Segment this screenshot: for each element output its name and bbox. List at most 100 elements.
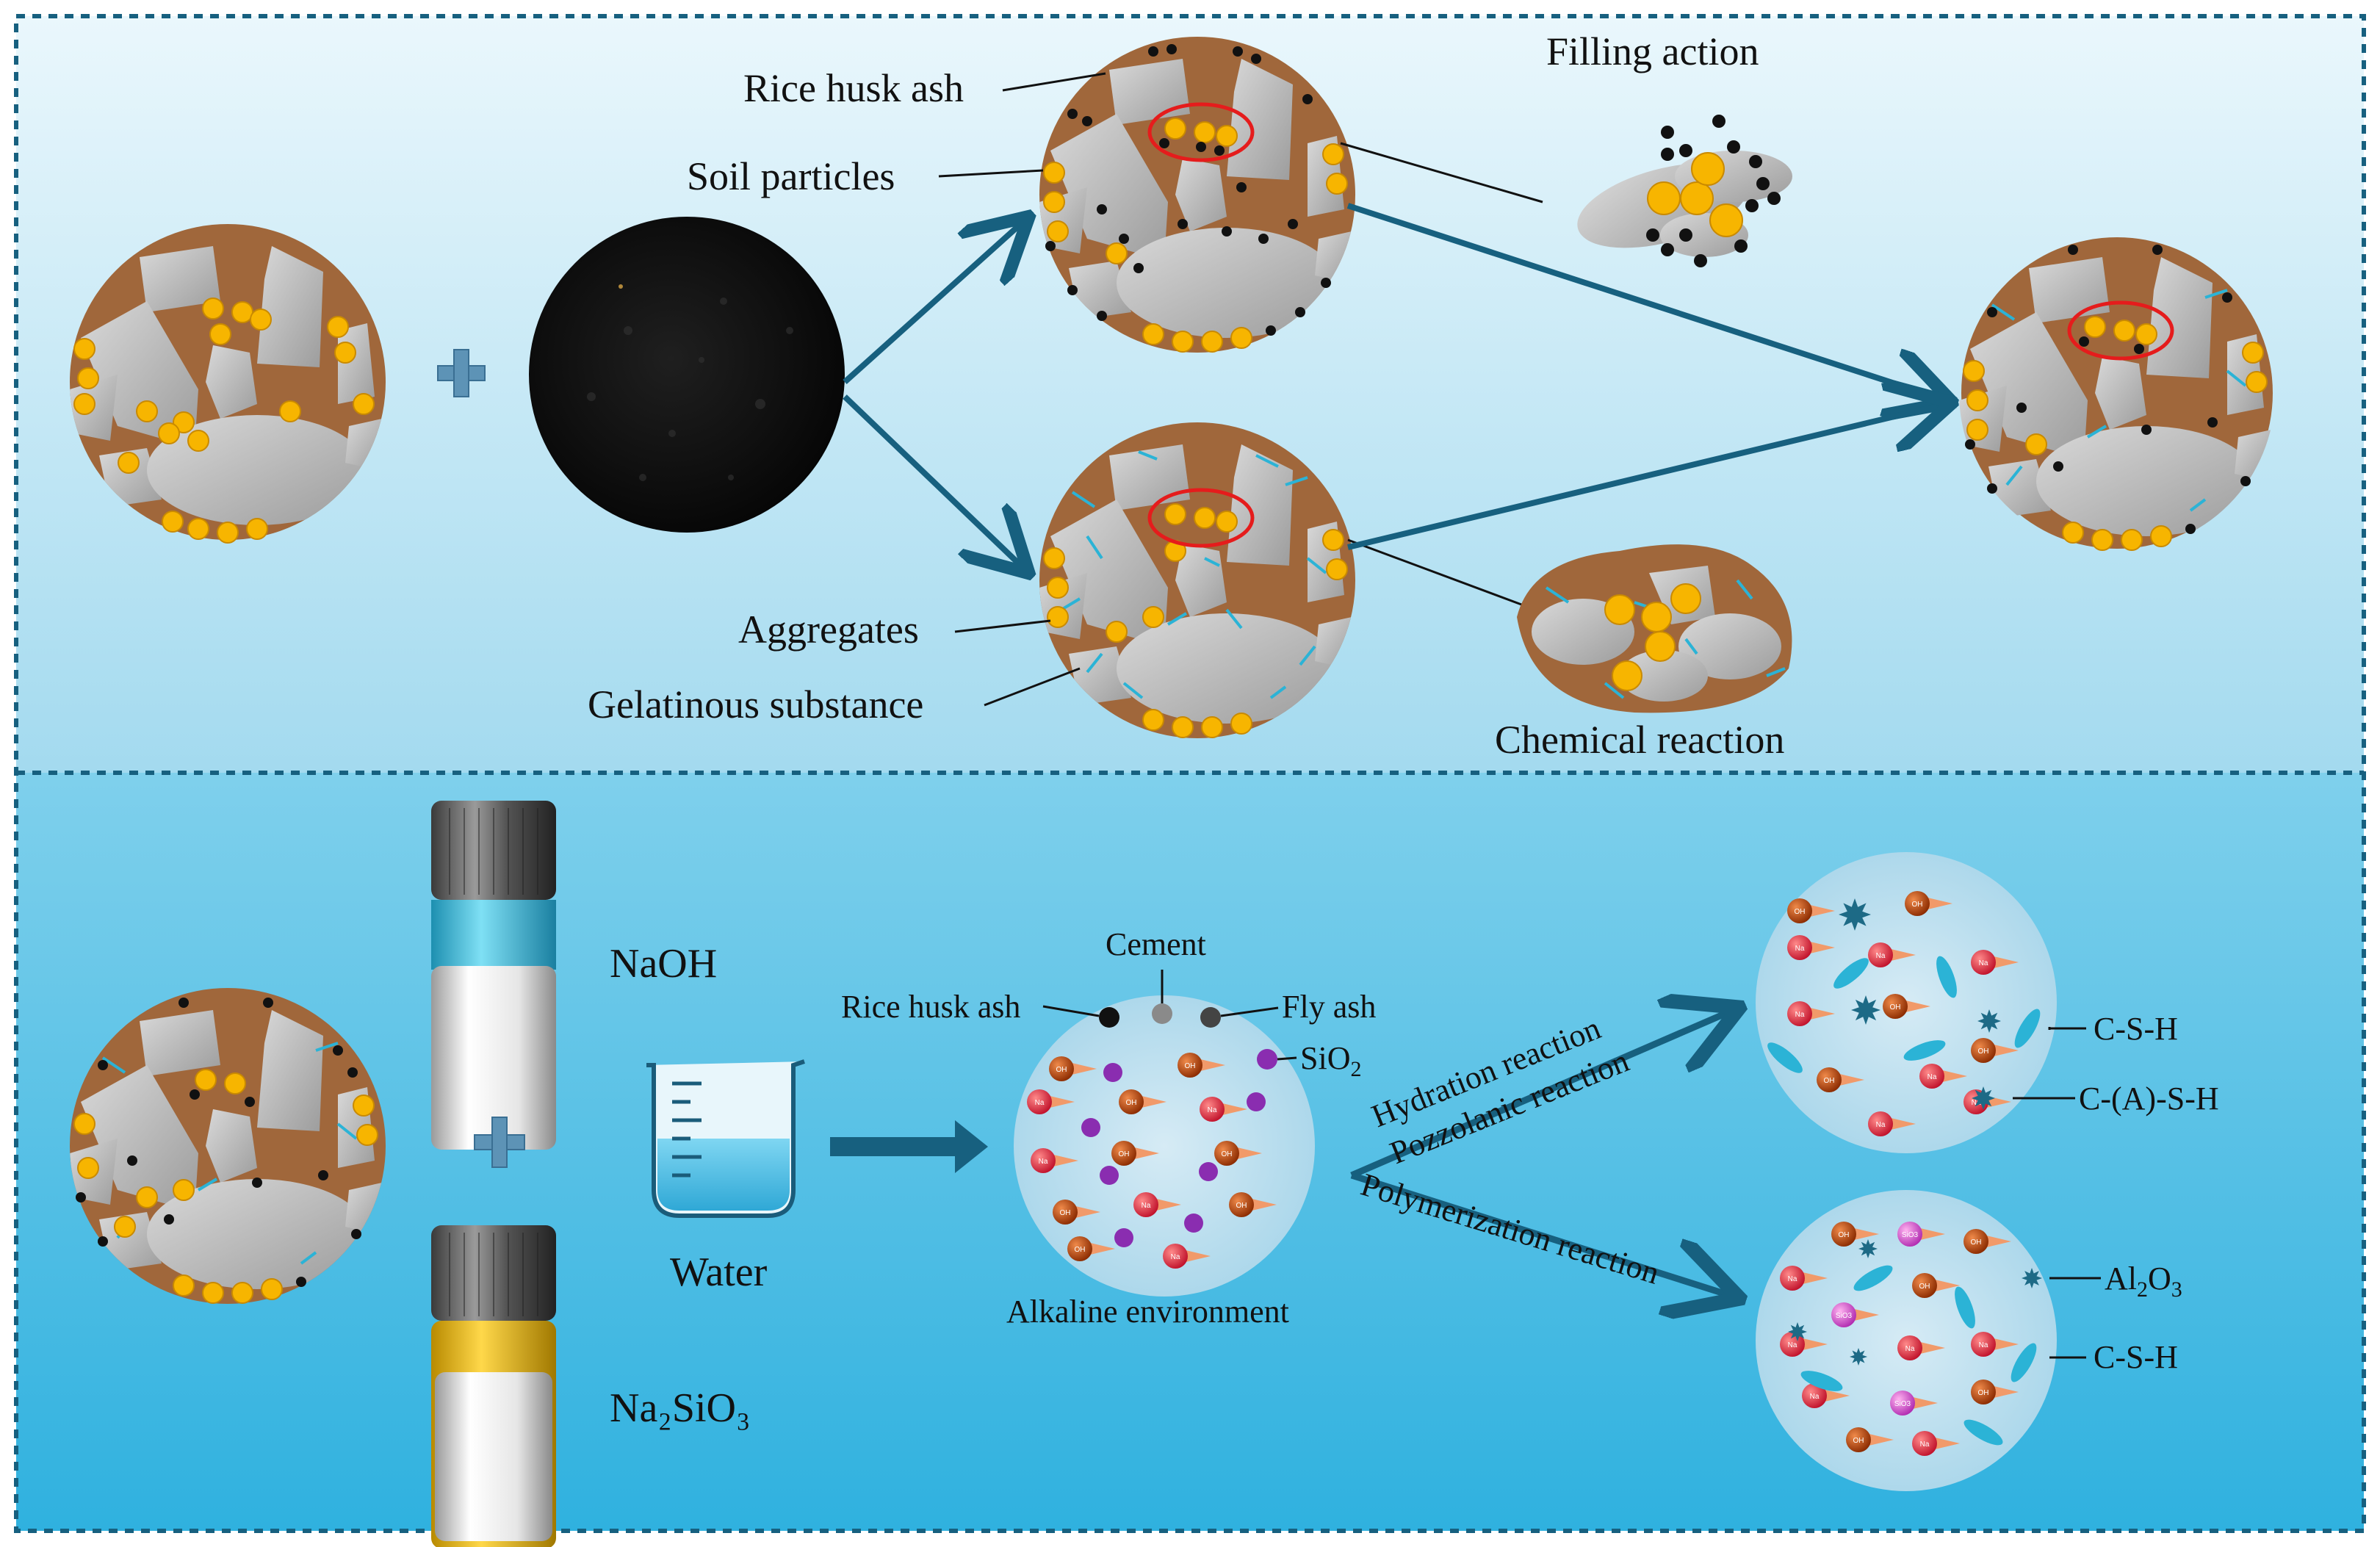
oh-ion: OH — [1964, 1229, 2011, 1254]
arrow-chemical-to-final — [1347, 404, 1947, 550]
c-s-h-blade — [1955, 1286, 1975, 1329]
c-s-h-blade — [1800, 1371, 1843, 1391]
oh-ion: OH — [1905, 891, 1952, 916]
mixing-arrow — [830, 1120, 988, 1173]
na-ion-label: Na — [1876, 952, 1886, 960]
treated-soil-circle — [70, 988, 386, 1304]
na-ion: Na — [1868, 942, 1916, 967]
c-s-h-blade — [1853, 1265, 1893, 1291]
arrow-hydration — [1350, 1010, 1734, 1179]
na-ion: Na — [1897, 1335, 1945, 1360]
na-ion-label: Na — [1788, 1275, 1797, 1283]
label-aggregates: Aggregates — [738, 607, 919, 652]
na-ion-label: Na — [1979, 959, 1988, 967]
oh-ion: OH — [1846, 1427, 1894, 1452]
label-gelatinous-substance: Gelatinous substance — [588, 682, 923, 726]
na-ion: Na — [1919, 1064, 1967, 1089]
na-ion: Na — [1133, 1192, 1181, 1217]
arrow-to-chemical — [843, 394, 1025, 569]
c-s-h-blade — [2014, 1009, 2041, 1048]
sio-ion: SiO3 — [1890, 1391, 1938, 1416]
c-s-h-blade — [1833, 958, 1869, 989]
label-water: Water — [670, 1250, 768, 1295]
stabilized-soil-circle — [1959, 237, 2273, 551]
c-a-s-h-star — [1977, 1009, 2001, 1033]
na-ion-label: Na — [1039, 1158, 1048, 1166]
na-ion: Na — [1780, 1266, 1828, 1291]
oh-ion-label: OH — [1978, 1047, 1989, 1056]
oh-ion-label: OH — [1824, 1077, 1835, 1085]
oh-ion-label: OH — [1978, 1389, 1989, 1397]
na-ion: Na — [1031, 1148, 1078, 1173]
na-ion: Na — [1787, 1001, 1835, 1026]
al2o3-star — [1858, 1239, 1878, 1258]
oh-ion: OH — [1817, 1067, 1864, 1092]
alkaline-environment-bubble — [1014, 995, 1315, 1297]
na-ion: Na — [1027, 1089, 1075, 1114]
na-ion-label: Na — [1928, 1073, 1937, 1081]
sio-ion-label: SiO3 — [1894, 1400, 1911, 1408]
c-s-h-blade — [2011, 1343, 2037, 1382]
oh-ion: OH — [1971, 1380, 2019, 1404]
oh-ion-label: OH — [1060, 1209, 1071, 1217]
na-ion: Na — [1868, 1111, 1916, 1136]
oh-ion-label: OH — [1912, 901, 1923, 909]
na-ion: Na — [1802, 1383, 1850, 1408]
legend-cement-dot — [1152, 1003, 1172, 1024]
legend-rice-husk-ash-dot — [1099, 1007, 1119, 1028]
na-ion: Na — [1971, 1332, 2019, 1357]
oh-ion: OH — [1971, 1038, 2019, 1063]
arrow-to-filling — [843, 220, 1025, 384]
sio2-particle — [1081, 1118, 1100, 1137]
sio2-particle — [1247, 1092, 1266, 1111]
na2sio3-bottle — [431, 1225, 556, 1547]
c-s-h-blade — [1767, 1042, 1803, 1073]
label-rice-husk-ash-legend: Rice husk ash — [841, 989, 1020, 1025]
arrow-filling-to-final — [1346, 203, 1947, 400]
sio2-particle — [1199, 1162, 1218, 1181]
legend-fly-ash-dot — [1200, 1007, 1221, 1028]
na-ion-label: Na — [1142, 1202, 1151, 1210]
oh-ion: OH — [1049, 1056, 1097, 1081]
plus-icon — [437, 349, 486, 397]
oh-ion: OH — [1883, 994, 1930, 1019]
na-ion-label: Na — [1972, 1099, 1981, 1107]
na-ion-label: Na — [1788, 1341, 1797, 1349]
filling-action-detail — [1577, 115, 1792, 267]
na-ion: Na — [1912, 1431, 1960, 1456]
label-csh-polymerization: C-S-H — [2094, 1339, 2178, 1375]
oh-ion-label: OH — [1795, 908, 1806, 916]
sio-ion-label: SiO3 — [1836, 1312, 1853, 1320]
oh-ion: OH — [1119, 1089, 1166, 1114]
water-beaker — [646, 1059, 805, 1218]
c-s-h-blade — [1903, 1040, 1946, 1061]
label-csh-hydration: C-S-H — [2094, 1011, 2178, 1047]
oh-ion-label: OH — [1119, 1150, 1130, 1158]
gel-bonded-soil-circle — [1039, 422, 1355, 738]
na-ion: Na — [1971, 950, 2019, 975]
sio2-particle — [1100, 1166, 1119, 1185]
na-ion-label: Na — [1979, 1341, 1988, 1349]
untreated-soil-circle — [70, 224, 386, 544]
c-a-s-h-star — [1851, 995, 1880, 1025]
oh-ion-label: OH — [1075, 1246, 1086, 1254]
na-ion-label: Na — [1876, 1121, 1886, 1129]
sio-ion: SiO3 — [1897, 1222, 1945, 1247]
oh-ion-label: OH — [1971, 1238, 1982, 1247]
arrow-polymerization — [1350, 1172, 1734, 1297]
na-ion: Na — [1200, 1097, 1247, 1122]
na-ion: Na — [1163, 1244, 1211, 1269]
label-fly-ash: Fly ash — [1282, 989, 1376, 1025]
label-naoh: NaOH — [610, 941, 717, 987]
oh-ion-label: OH — [1890, 1003, 1901, 1012]
label-sio2: SiO2 — [1300, 1040, 1361, 1081]
oh-ion: OH — [1111, 1141, 1159, 1166]
label-cement: Cement — [1106, 926, 1206, 962]
al2o3-star — [2022, 1268, 2042, 1288]
sio2-particle — [1103, 1063, 1122, 1082]
oh-ion-label: OH — [1222, 1150, 1233, 1158]
al2o3-star — [1850, 1348, 1867, 1366]
na-ion-label: Na — [1810, 1393, 1820, 1401]
al2o3-star — [1788, 1322, 1807, 1341]
